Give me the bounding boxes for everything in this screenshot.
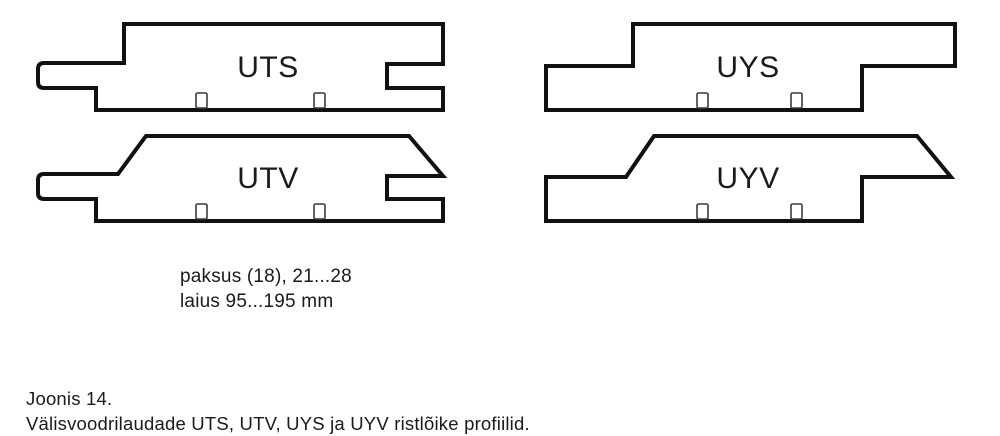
relief-groove (696, 203, 709, 220)
profile-utv-label: UTV (237, 162, 299, 195)
profile-uts-label: UTS (237, 51, 299, 84)
profile-uyv-outline (544, 134, 956, 223)
relief-groove (313, 203, 326, 220)
profile-uyv: UYV (544, 134, 956, 223)
profile-uys-outline (544, 22, 957, 112)
profiles-drawing: UTS UTV UYS UYV (36, 22, 957, 223)
relief-groove (195, 92, 208, 109)
relief-groove (195, 203, 208, 220)
dimension-note: paksus (18), 21...28 laius 95...195 mm (180, 264, 352, 314)
profile-uts-outline (36, 22, 445, 112)
relief-groove (313, 92, 326, 109)
profiles-figure: UTS UTV UYS UYV (36, 22, 957, 223)
relief-groove (790, 92, 803, 109)
figure-number: Joonis 14. (26, 388, 113, 409)
figure-caption-text: Välisvoodrilaudade UTS, UTV, UYS ja UYV … (26, 413, 530, 434)
relief-groove (790, 203, 803, 220)
figure-caption: Joonis 14. Välisvoodrilaudade UTS, UTV, … (26, 386, 530, 436)
profile-uys-label: UYS (716, 51, 779, 84)
profile-utv: UTV (36, 134, 448, 223)
dimension-width: laius 95...195 mm (180, 291, 334, 312)
profile-uts: UTS (36, 22, 445, 112)
profile-uyv-label: UYV (716, 162, 779, 195)
relief-groove (696, 92, 709, 109)
profile-utv-outline (36, 134, 448, 223)
profile-uys: UYS (544, 22, 957, 112)
dimension-thickness: paksus (18), 21...28 (180, 266, 352, 287)
